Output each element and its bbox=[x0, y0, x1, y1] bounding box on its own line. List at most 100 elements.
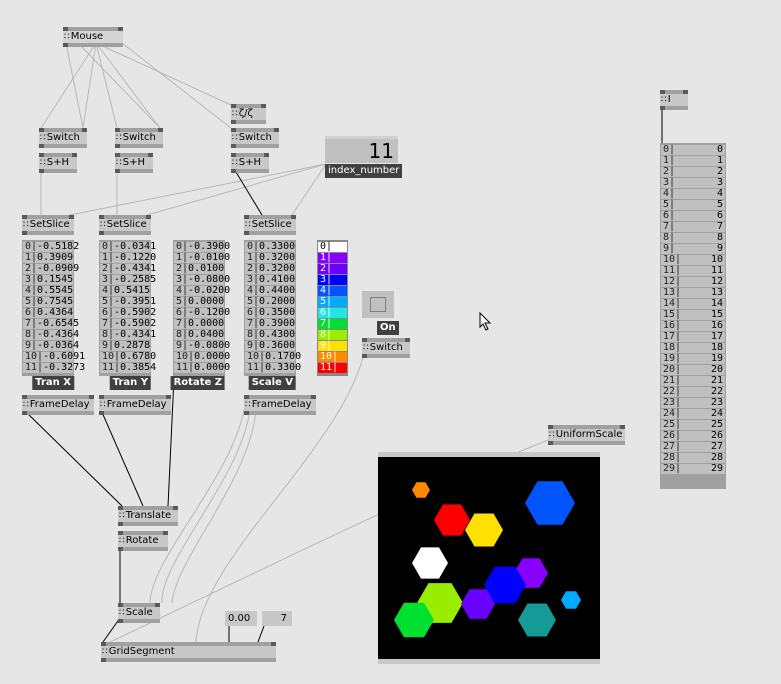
spread-row[interactable]: 7|0.3900 bbox=[245, 319, 295, 329]
color-slice[interactable]: 6| bbox=[318, 308, 347, 318]
spread-row[interactable]: 2|2 bbox=[661, 167, 725, 177]
input-pin[interactable] bbox=[660, 90, 665, 94]
color-slice[interactable]: 11| bbox=[318, 363, 347, 373]
output-pin[interactable] bbox=[22, 411, 27, 415]
spread-row[interactable]: 4|0.5545 bbox=[23, 286, 73, 296]
gridsegment-node[interactable]: GridSegment bbox=[101, 642, 276, 662]
input-pin[interactable] bbox=[118, 603, 123, 607]
spread-row[interactable]: 2|0.3200 bbox=[245, 264, 295, 274]
spread-row[interactable]: 10|0.0000 bbox=[174, 352, 230, 362]
spread-row[interactable]: 16|16 bbox=[661, 321, 725, 331]
output-pin[interactable] bbox=[244, 231, 249, 235]
input-pin[interactable] bbox=[271, 642, 276, 646]
spread-row[interactable]: 19|19 bbox=[661, 354, 725, 364]
spread-row[interactable]: 0|-0.0341 bbox=[100, 242, 156, 252]
spread-row[interactable]: 7|-0.6545 bbox=[23, 319, 79, 329]
renderer-viewport[interactable] bbox=[378, 452, 600, 664]
spread-row[interactable]: 10|0.6780 bbox=[100, 352, 156, 362]
output-pin[interactable] bbox=[115, 169, 120, 173]
output-pin[interactable] bbox=[99, 411, 104, 415]
output-pin[interactable] bbox=[231, 169, 236, 173]
input-pin[interactable] bbox=[99, 395, 104, 399]
spread-row[interactable]: 8|0.0400 bbox=[174, 330, 224, 340]
input-pin[interactable] bbox=[311, 395, 316, 399]
input-pin[interactable] bbox=[231, 128, 236, 132]
color-slice[interactable]: 9| bbox=[318, 341, 347, 351]
input-pin[interactable] bbox=[231, 153, 236, 157]
color-slice[interactable]: 0| bbox=[318, 242, 347, 252]
switch-node-3[interactable]: Switch bbox=[231, 128, 279, 148]
input-pin[interactable] bbox=[118, 27, 123, 31]
i-node[interactable]: I bbox=[660, 90, 688, 110]
switch-node-1[interactable]: Switch bbox=[39, 128, 87, 148]
spread-row[interactable]: 11|0.3300 bbox=[245, 363, 301, 373]
mouse-node[interactable]: Mouse bbox=[63, 27, 123, 47]
uniformscale-node[interactable]: UniformScale bbox=[548, 425, 625, 445]
output-pin[interactable] bbox=[39, 169, 44, 173]
input-pin[interactable] bbox=[22, 215, 27, 219]
gridsegment-input-b[interactable]: 7 bbox=[262, 611, 292, 626]
spread-row[interactable]: 21|21 bbox=[661, 376, 725, 386]
sample-hold-node-3[interactable]: S+H bbox=[231, 153, 269, 173]
input-pin[interactable] bbox=[39, 128, 44, 132]
switch-node-2[interactable]: Switch bbox=[115, 128, 163, 148]
spread-row[interactable]: 14|14 bbox=[661, 299, 725, 309]
input-pin[interactable] bbox=[118, 531, 123, 535]
spread-row[interactable]: 3|3 bbox=[661, 178, 725, 188]
spread-row[interactable]: 6|-0.5902 bbox=[100, 308, 156, 318]
input-pin[interactable] bbox=[261, 104, 266, 108]
spread-row[interactable]: 13|13 bbox=[661, 288, 725, 298]
output-pin[interactable] bbox=[118, 547, 123, 551]
color-slice[interactable]: 1| bbox=[318, 253, 347, 263]
output-pin[interactable] bbox=[548, 441, 553, 445]
framedelay-node-1[interactable]: FrameDelay bbox=[22, 395, 94, 415]
spread-row[interactable]: 11|0.3854 bbox=[100, 363, 156, 373]
input-pin[interactable] bbox=[166, 395, 171, 399]
color-slice[interactable]: 7| bbox=[318, 319, 347, 329]
spread-row[interactable]: 4|-0.0200 bbox=[174, 286, 230, 296]
output-pin[interactable] bbox=[99, 231, 104, 235]
divide-node[interactable]: ζ/ζ bbox=[231, 104, 266, 124]
spread-row[interactable]: 17|17 bbox=[661, 332, 725, 342]
spread-row[interactable]: 9|-0.0364 bbox=[23, 341, 79, 351]
rotate-node[interactable]: Rotate bbox=[118, 531, 168, 551]
spread-row[interactable]: 3|0.1545 bbox=[23, 275, 73, 285]
input-pin[interactable] bbox=[274, 128, 279, 132]
input-pin[interactable] bbox=[22, 395, 27, 399]
input-pin[interactable] bbox=[146, 215, 151, 219]
spread-row[interactable]: 2|0.0100 bbox=[174, 264, 224, 274]
input-pin[interactable] bbox=[72, 153, 77, 157]
color-slice[interactable]: 8| bbox=[318, 330, 347, 340]
spread-row[interactable]: 4|4 bbox=[661, 189, 725, 199]
input-pin[interactable] bbox=[163, 531, 168, 535]
output-pin[interactable] bbox=[362, 354, 367, 358]
output-pin[interactable] bbox=[231, 144, 236, 148]
spread-row[interactable]: 9|9 bbox=[661, 244, 725, 254]
spread-row[interactable]: 15|15 bbox=[661, 310, 725, 320]
color-slice[interactable]: 10| bbox=[318, 352, 347, 362]
input-pin[interactable] bbox=[69, 215, 74, 219]
input-pin[interactable] bbox=[115, 128, 120, 132]
input-pin[interactable] bbox=[155, 603, 160, 607]
output-pin[interactable] bbox=[39, 144, 44, 148]
spread-row[interactable]: 27|27 bbox=[661, 442, 725, 452]
color-slice[interactable]: 3| bbox=[318, 275, 347, 285]
scale-node[interactable]: Scale bbox=[118, 603, 160, 623]
spread-row[interactable]: 7|0.0000 bbox=[174, 319, 224, 329]
spread-row[interactable]: 5|5 bbox=[661, 200, 725, 210]
spread-row[interactable]: 25|25 bbox=[661, 420, 725, 430]
spread-row[interactable]: 5|0.2000 bbox=[245, 297, 295, 307]
spread-row[interactable]: 9|0.3600 bbox=[245, 341, 295, 351]
spread-row[interactable]: 5|0.7545 bbox=[23, 297, 73, 307]
spread-row[interactable]: 4|0.4400 bbox=[245, 286, 295, 296]
input-pin[interactable] bbox=[39, 153, 44, 157]
spread-row[interactable]: 0|0.3300 bbox=[245, 242, 295, 252]
spread-row[interactable]: 10|0.1700 bbox=[245, 352, 301, 362]
input-pin[interactable] bbox=[264, 153, 269, 157]
spread-row[interactable]: 10|10 bbox=[661, 255, 725, 265]
spread-row[interactable]: 4|0.5415 bbox=[100, 286, 150, 296]
setslice-node-3[interactable]: SetSlice bbox=[244, 215, 296, 235]
